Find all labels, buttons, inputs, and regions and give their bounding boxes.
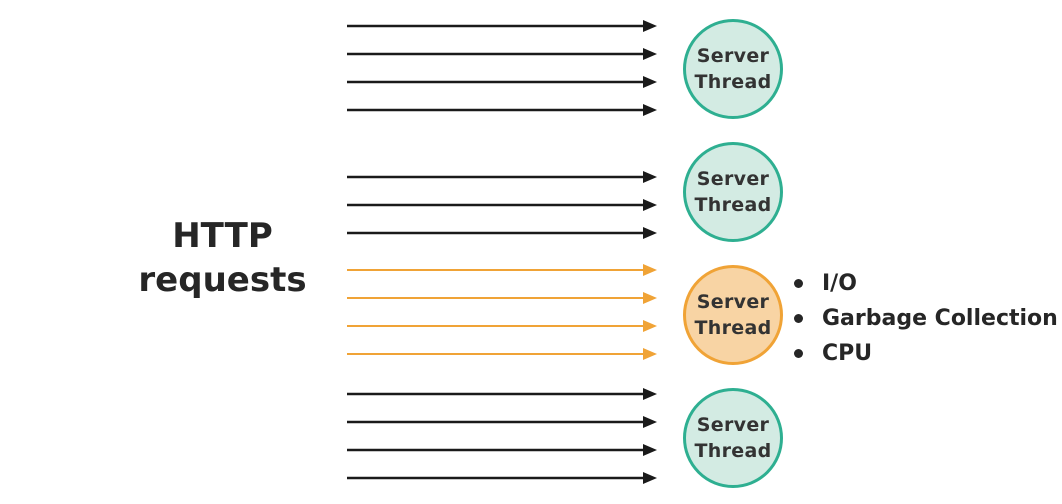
- http-requests-label: HTTP requests: [120, 214, 325, 302]
- bullet-dot-icon: [794, 349, 803, 358]
- server-thread-1-line1: Server: [696, 45, 770, 67]
- server-thread-2: Server Thread: [683, 142, 783, 242]
- arrow-head-icon: [643, 48, 657, 60]
- arrow-head-icon: [643, 76, 657, 88]
- server-thread-2-line1: Server: [696, 168, 770, 190]
- server-thread-1: Server Thread: [683, 19, 783, 119]
- http-requests-label-line2: requests: [138, 260, 307, 300]
- request-arrow-busy: [347, 264, 657, 276]
- bullet-dot-icon: [794, 314, 803, 323]
- request-arrow: [347, 48, 657, 60]
- busy-reason-item: Garbage Collection: [792, 301, 1058, 336]
- arrow-head-icon: [643, 104, 657, 116]
- busy-reason-label: Garbage Collection: [822, 306, 1058, 331]
- arrow-head-icon: [643, 388, 657, 400]
- arrow-head-icon: [643, 348, 657, 360]
- request-arrow: [347, 388, 657, 400]
- arrow-head-icon: [643, 20, 657, 32]
- request-arrow: [347, 444, 657, 456]
- arrow-head-icon: [643, 320, 657, 332]
- arrow-head-icon: [643, 264, 657, 276]
- busy-reason-item: CPU: [792, 336, 1058, 371]
- busy-reasons-list: I/O Garbage Collection CPU: [792, 266, 1058, 371]
- server-thread-4-line1: Server: [696, 414, 770, 436]
- arrow-head-icon: [643, 227, 657, 239]
- arrow-head-icon: [643, 444, 657, 456]
- request-arrow: [347, 472, 657, 484]
- server-thread-4: Server Thread: [683, 388, 783, 488]
- request-arrow-busy: [347, 292, 657, 304]
- arrow-head-icon: [643, 416, 657, 428]
- server-thread-3-line1: Server: [696, 291, 770, 313]
- request-arrow: [347, 199, 657, 211]
- request-arrow: [347, 227, 657, 239]
- request-arrow: [347, 104, 657, 116]
- busy-reason-label: I/O: [822, 271, 857, 296]
- server-thread-4-line2: Thread: [694, 440, 772, 462]
- busy-reason-item: I/O: [792, 266, 1058, 301]
- request-arrow: [347, 76, 657, 88]
- server-thread-2-line2: Thread: [694, 194, 772, 216]
- server-thread-3-busy: Server Thread: [683, 265, 783, 365]
- bullet-dot-icon: [794, 279, 803, 288]
- request-arrow: [347, 416, 657, 428]
- request-arrow-busy: [347, 348, 657, 360]
- server-thread-3-line2: Thread: [694, 317, 772, 339]
- request-arrow: [347, 171, 657, 183]
- http-requests-label-line1: HTTP: [172, 216, 273, 256]
- server-thread-1-line2: Thread: [694, 71, 772, 93]
- arrow-head-icon: [643, 171, 657, 183]
- arrow-head-icon: [643, 199, 657, 211]
- request-arrow-busy: [347, 320, 657, 332]
- busy-reason-label: CPU: [822, 341, 873, 366]
- request-arrow: [347, 20, 657, 32]
- arrow-head-icon: [643, 472, 657, 484]
- arrow-head-icon: [643, 292, 657, 304]
